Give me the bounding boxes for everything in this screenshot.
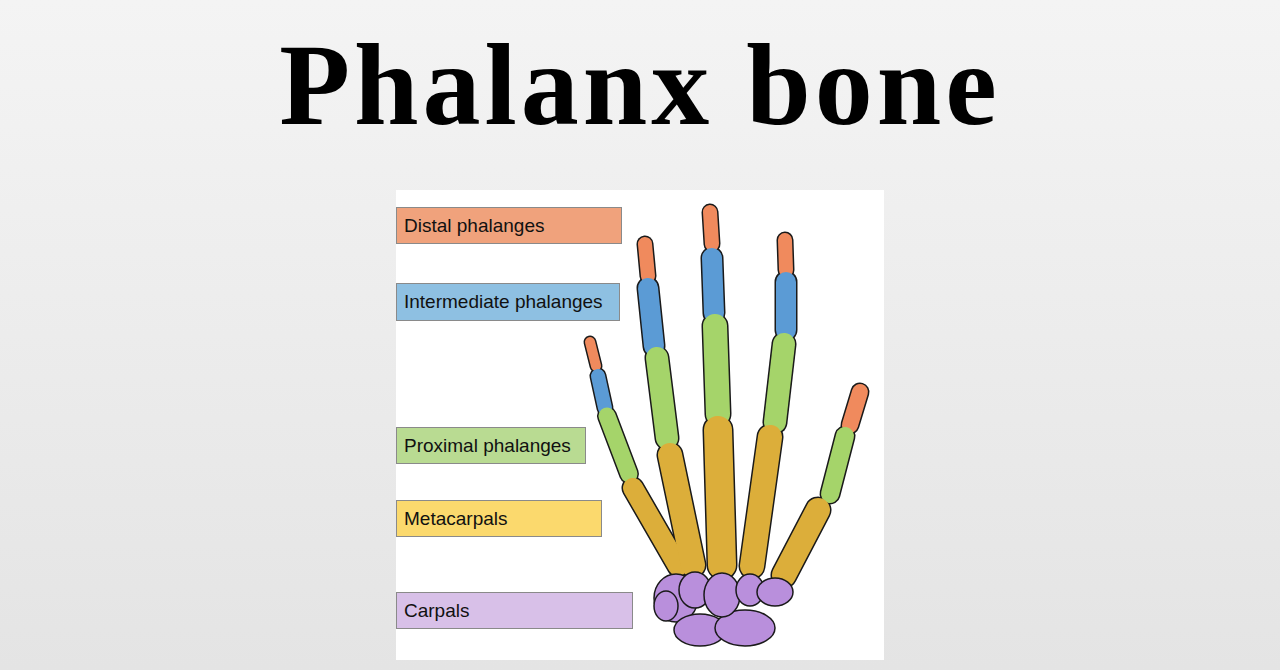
- label-box: Metacarpals: [396, 500, 602, 537]
- page-title: Phalanx bone: [0, 22, 1280, 150]
- bone-group-label: Intermediate phalanges: [397, 291, 610, 313]
- label-box: Intermediate phalanges: [396, 283, 620, 321]
- bones: [590, 212, 860, 575]
- bone-group-label: Distal phalanges: [397, 215, 551, 237]
- bone-outlines: [590, 212, 860, 575]
- bone-group-label: Carpals: [397, 600, 476, 622]
- label-box: Carpals: [396, 592, 633, 629]
- label-box: Distal phalanges: [396, 207, 622, 244]
- bone-group-label: Proximal phalanges: [397, 435, 578, 457]
- carpal-bones: [654, 572, 793, 646]
- label-box: Proximal phalanges: [396, 427, 586, 464]
- bone-group-label: Metacarpals: [397, 508, 515, 530]
